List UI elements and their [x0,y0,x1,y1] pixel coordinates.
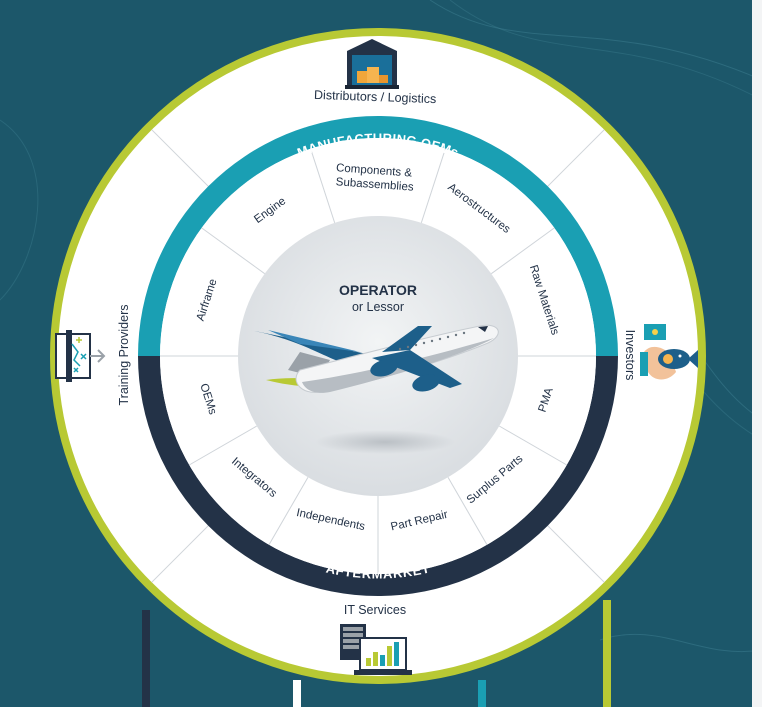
outer-label-it-services: IT Services [344,603,406,617]
outer-dividers [151,129,605,583]
divider-line [310,148,336,224]
divider-line [420,148,446,224]
outer-label-training-providers: Training Providers [117,305,131,406]
airplane-icon [250,324,499,393]
computer-chart-icon [340,624,412,675]
strategy-board-icon [55,330,106,382]
divider-line [151,525,209,583]
plane-shadow [315,430,455,454]
warehouse-icon [345,39,399,89]
divider-line [547,129,605,187]
outer-label-investors: Investors [623,330,637,381]
center-title: OPERATOR [339,282,417,298]
divider-line [151,129,209,187]
divider-line [201,227,265,275]
divider-line [188,425,258,466]
divider-line [547,525,605,583]
inner-dividers [160,148,596,574]
investor-hand-icon [640,324,698,380]
segment-components-subassemblies: Components & Subassemblies [335,162,416,193]
outer-label-distributors-logistics: Distributors / Logistics [314,88,437,106]
center-subtitle: or Lessor [352,300,404,314]
divider-line [498,425,568,466]
divider-line [447,476,488,546]
aftermarket-band-label: AFTERMARKET [325,561,432,582]
divider-line [491,227,555,275]
divider-line [268,476,309,546]
